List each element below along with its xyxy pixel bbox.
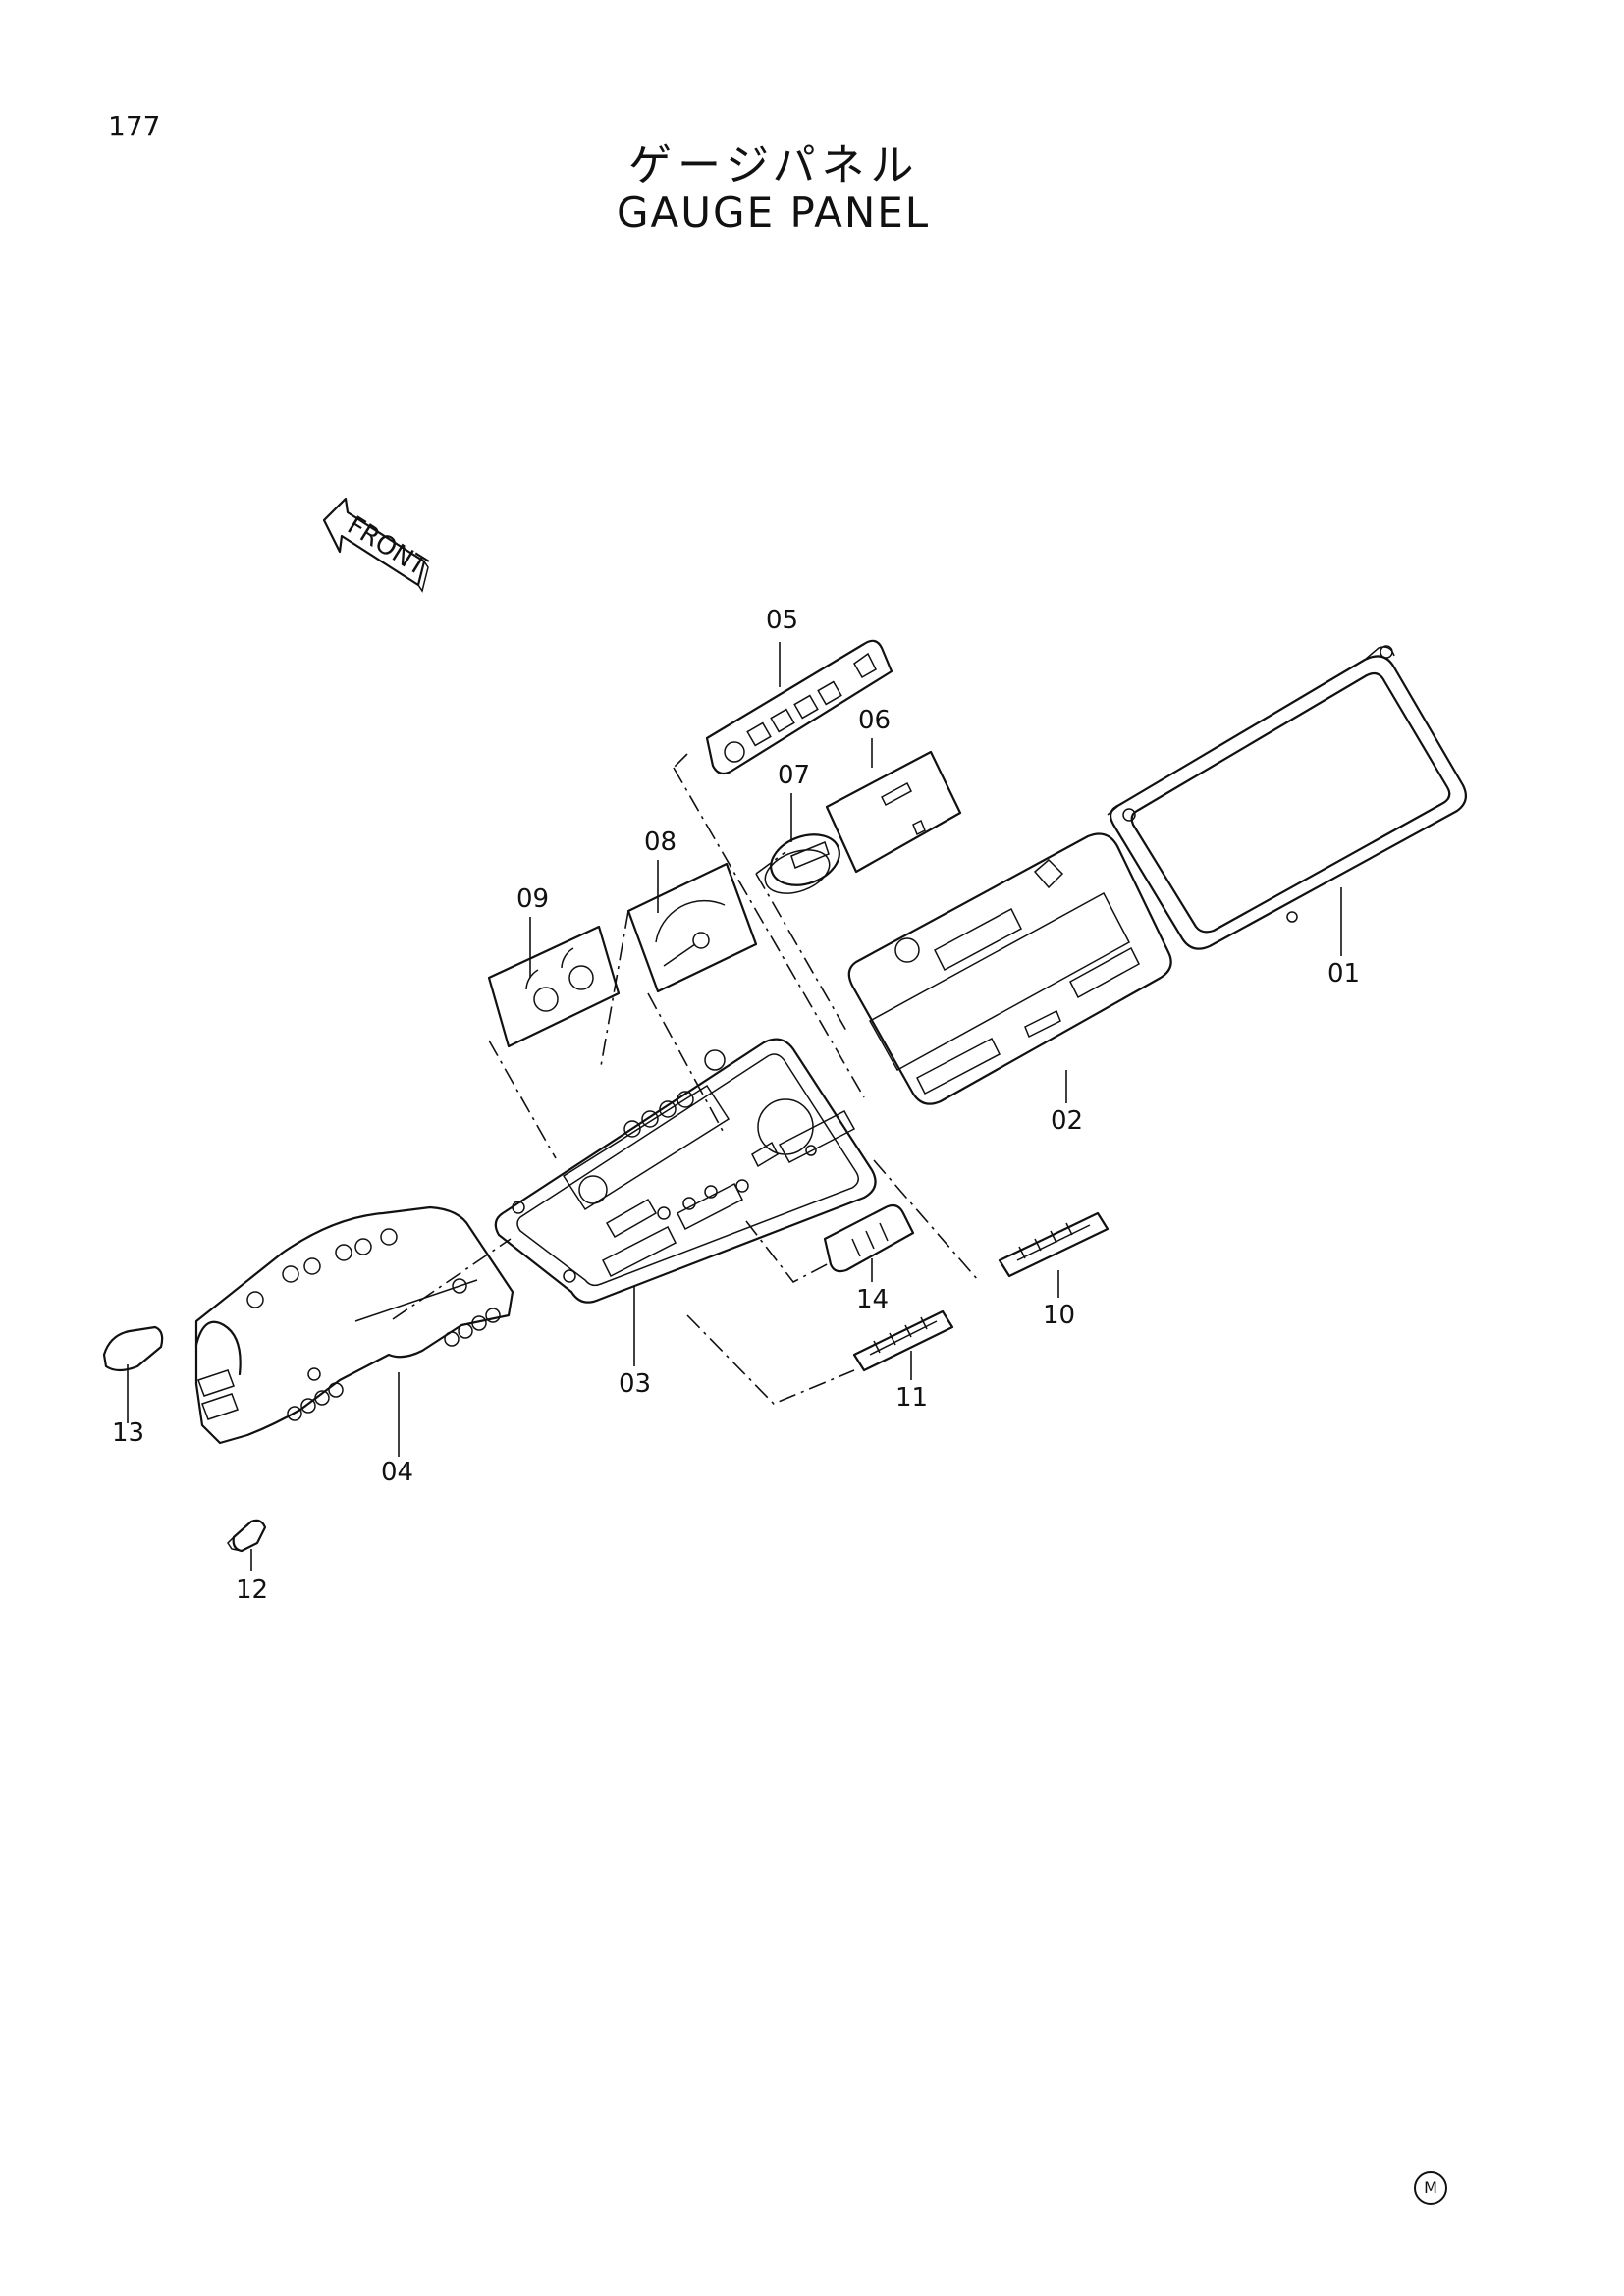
callout-02: 02	[1051, 1106, 1083, 1136]
part-02-bezel	[847, 832, 1172, 1105]
callout-12: 12	[236, 1575, 268, 1605]
part-10-connector	[998, 1211, 1110, 1278]
page-title-japanese: ゲージパネル	[628, 140, 920, 190]
part-05-indicator-strip	[705, 639, 893, 775]
callout-08: 08	[644, 828, 677, 857]
part-09-dual-gauge	[487, 925, 621, 1048]
part-12-bulb	[227, 1519, 267, 1553]
page-number: 177	[108, 110, 161, 142]
part-07-gauge-unit	[764, 833, 840, 894]
callout-07: 07	[778, 761, 810, 790]
callout-03: 03	[619, 1369, 651, 1399]
front-arrow-icon: FRONT	[322, 497, 432, 593]
part-04-circuit-board	[194, 1205, 514, 1445]
callout-01: 01	[1327, 959, 1360, 988]
part-14-switch	[823, 1203, 915, 1273]
callout-06: 06	[858, 706, 891, 735]
callout-11: 11	[895, 1383, 928, 1413]
corner-marker: M	[1414, 2171, 1447, 2205]
part-03-case	[494, 1038, 877, 1304]
callout-05: 05	[766, 606, 798, 635]
front-arrow-label: FRONT	[342, 510, 431, 582]
part-13-socket	[102, 1325, 164, 1372]
part-01-cover-frame	[1107, 645, 1468, 950]
page-title-english: GAUGE PANEL	[617, 188, 931, 237]
part-11-connector	[852, 1309, 954, 1372]
part-06-control-panel	[825, 750, 962, 874]
callout-10: 10	[1043, 1301, 1075, 1330]
callout-14: 14	[856, 1285, 889, 1314]
callout-04: 04	[381, 1458, 413, 1487]
callout-09: 09	[516, 884, 549, 914]
callout-13: 13	[112, 1418, 144, 1448]
part-08-gauge-dial	[626, 862, 758, 993]
